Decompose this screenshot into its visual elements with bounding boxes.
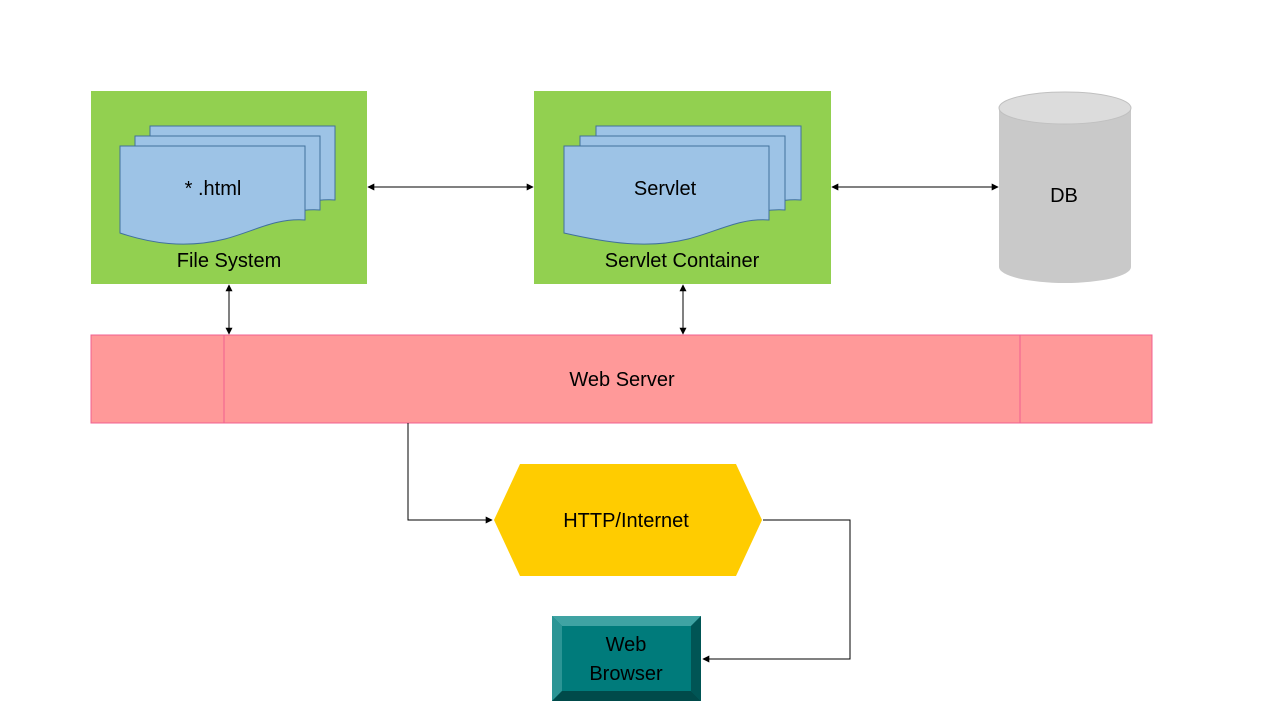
http-internet-node: HTTP/Internet: [494, 464, 762, 576]
html-document-label: * .html: [185, 178, 242, 200]
web-browser-label-line2: Browser: [589, 663, 663, 685]
web-browser-face: [562, 626, 691, 691]
servlet-document-label: Servlet: [634, 178, 697, 200]
database-cylinder: DB: [998, 91, 1132, 283]
html-documents-icon: [119, 125, 336, 245]
file-system-container: * .html File System: [91, 91, 367, 284]
web-browser-label-line1: Web: [606, 634, 647, 656]
web-server-label: Web Server: [569, 369, 675, 391]
http-browser-connector: [702, 519, 851, 663]
http-internet-hexagon: [494, 464, 762, 576]
connectors: [225, 183, 999, 663]
web-server-bar: Web Server: [90, 334, 1153, 424]
webserver-http-connector: [407, 423, 493, 524]
web-server-box: [90, 334, 1153, 424]
file-system-label: File System: [177, 250, 281, 272]
servlet-container-label: Servlet Container: [605, 250, 760, 272]
database-label: DB: [1050, 185, 1078, 207]
database-top: [998, 91, 1132, 125]
servlet-documents-icon: [563, 125, 802, 245]
servlet-container: Servlet Servlet Container: [534, 91, 831, 284]
web-browser-node: Web Browser: [552, 616, 701, 701]
http-internet-label: HTTP/Internet: [563, 510, 689, 532]
